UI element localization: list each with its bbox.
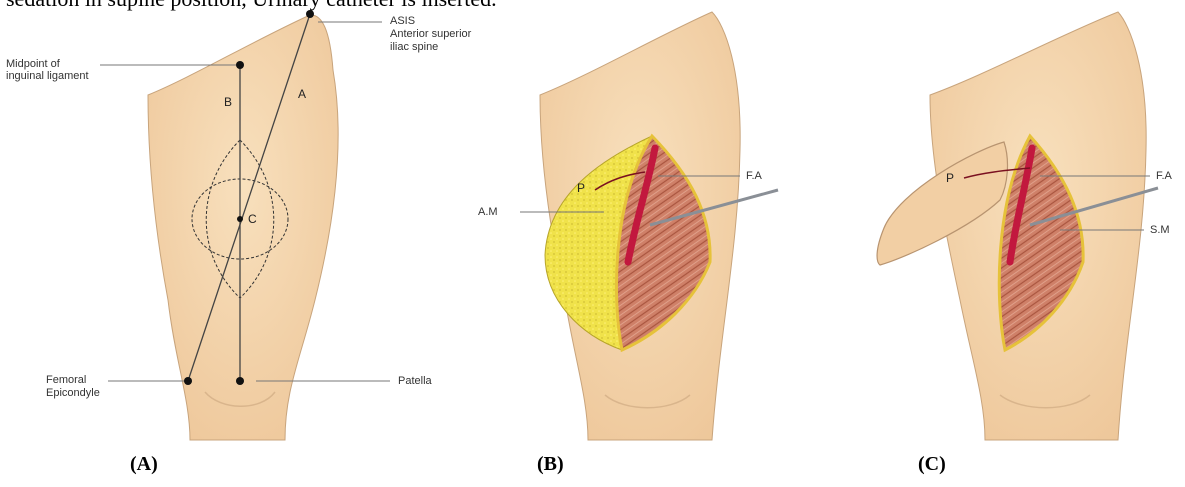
label-patella: Patella (398, 375, 433, 387)
point-c (237, 216, 243, 222)
midpoint-point (236, 61, 244, 69)
leg-outline-a (148, 15, 338, 440)
letter-c: C (248, 212, 257, 226)
label-sm: S.M (1150, 224, 1170, 236)
femoral-point (184, 377, 192, 385)
label-midpoint-line2: inguinal ligament (6, 70, 89, 82)
label-asis: ASIS (390, 15, 415, 27)
panel-b: F.A A.M P (B) (478, 12, 778, 475)
label-p-b: P (577, 181, 585, 195)
label-fa-c: F.A (1156, 170, 1173, 182)
header-text: sedation in supine position, Urinary cat… (6, 0, 497, 12)
label-asis-line2: Anterior superior (390, 28, 472, 40)
caption-a: (A) (130, 453, 158, 475)
label-asis-line3: iliac spine (390, 41, 438, 53)
letter-a: A (298, 87, 306, 101)
panel-a: ASIS Anterior superior iliac spine Midpo… (6, 10, 472, 475)
panel-c: F.A S.M P (C) (877, 12, 1172, 475)
label-femoral: Femoral (46, 374, 86, 386)
label-p-c: P (946, 171, 954, 185)
label-midpoint: Midpoint of (6, 58, 61, 70)
letter-b: B (224, 95, 232, 109)
label-fa-b: F.A (746, 170, 763, 182)
label-am: A.M (478, 206, 498, 218)
label-femoral-line2: Epicondyle (46, 387, 100, 399)
patella-point (236, 377, 244, 385)
caption-c: (C) (918, 453, 946, 475)
caption-b: (B) (537, 453, 564, 475)
